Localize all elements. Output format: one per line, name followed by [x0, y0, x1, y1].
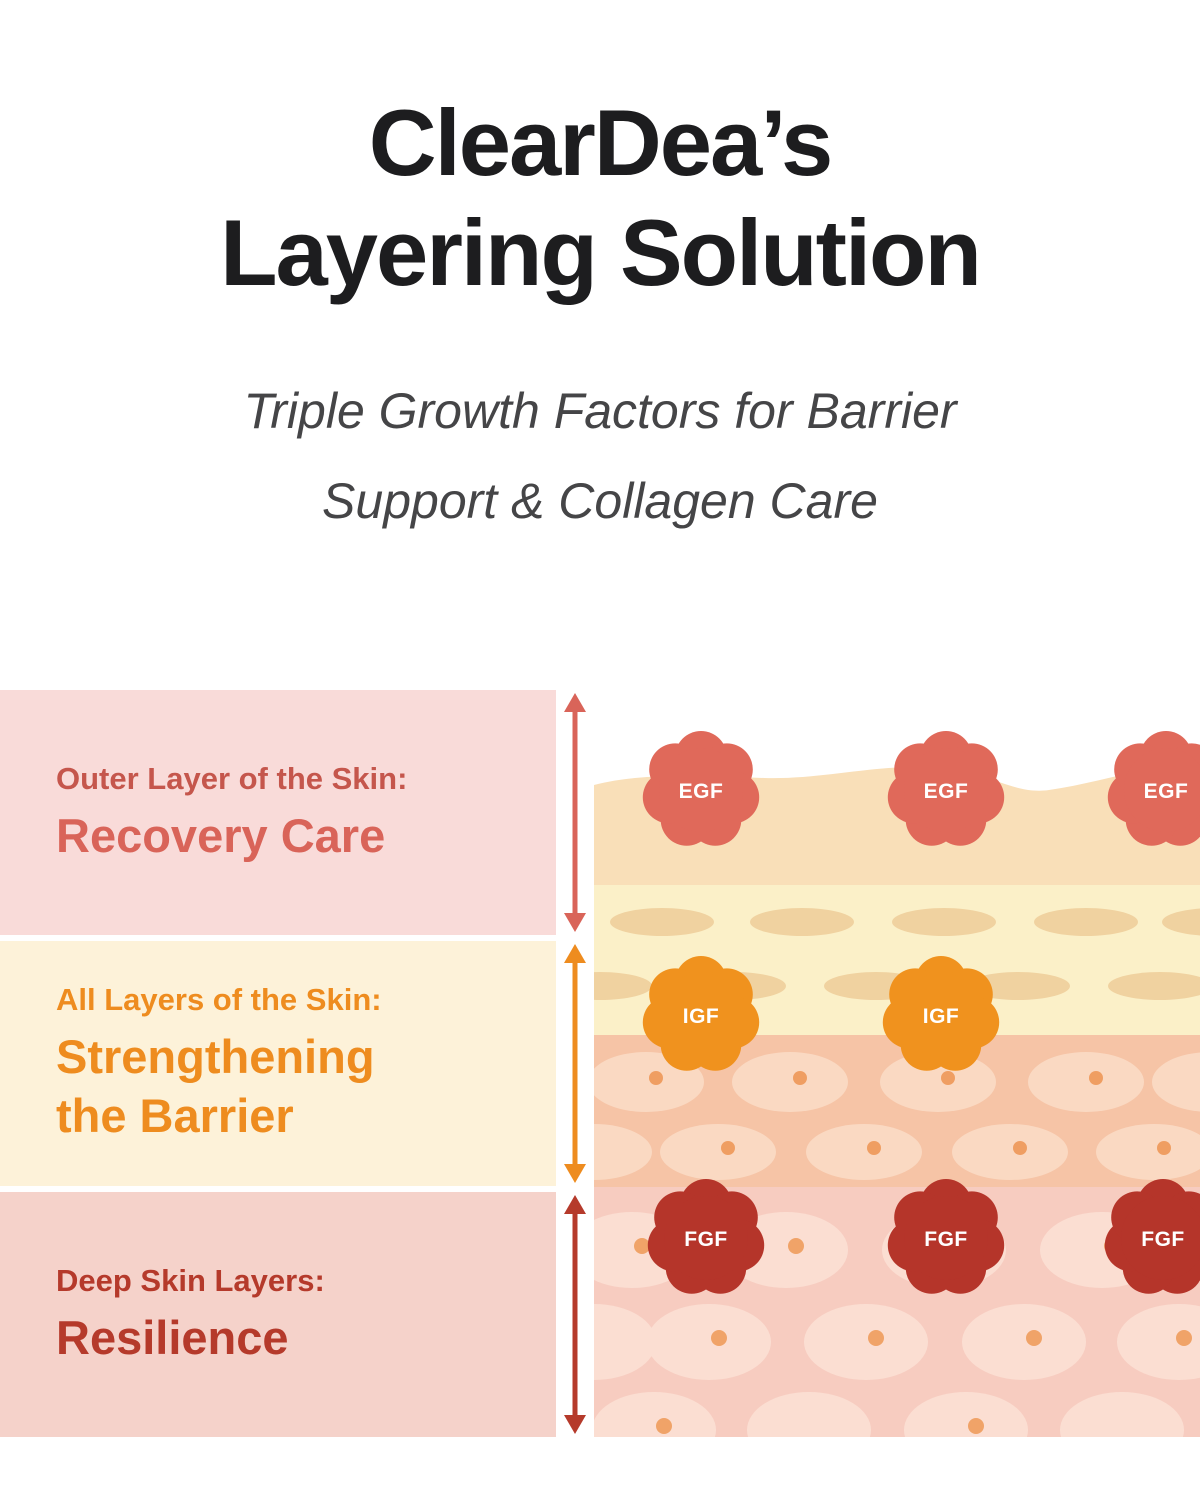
arrow-cell-deep: [556, 1192, 594, 1437]
layer-labels-column: Outer Layer of the Skin: Recovery Care A…: [0, 690, 556, 1437]
row-heading-recovery-care: Recovery Care: [56, 808, 386, 862]
double-arrow-icon-outer: [564, 693, 586, 932]
egf-badge: EGF: [642, 731, 760, 846]
row-label-all-layers: All Layers of the Skin:: [56, 982, 382, 1018]
info-row-deep-layers: Deep Skin Layers: Resilience: [0, 1192, 556, 1437]
skin-diagram-svg: EGF EGF EGF IGF IGF FGF: [594, 731, 1200, 1437]
fgf-badge: FGF: [1104, 1179, 1200, 1294]
dermis-layer-cells: [594, 1052, 1200, 1180]
row-heading-resilience: Resilience: [56, 1310, 289, 1364]
fgf-badge-label: FGF: [684, 1228, 728, 1251]
double-arrow-icon-all: [564, 944, 586, 1183]
egf-badge-label: EGF: [679, 780, 724, 803]
info-row-outer-layer: Outer Layer of the Skin: Recovery Care: [0, 690, 556, 935]
row-heading-strengthening-barrier: Strengthening the Barrier: [56, 1030, 375, 1143]
title-line-1: ClearDea’s: [368, 90, 833, 195]
egf-badge-label: EGF: [1144, 780, 1189, 803]
layering-infographic: Outer Layer of the Skin: Recovery Care A…: [0, 690, 1200, 1437]
igf-badge: IGF: [642, 956, 760, 1071]
arrow-cell-outer: [556, 690, 594, 935]
egf-badge: EGF: [887, 731, 1005, 846]
egf-badge: EGF: [1107, 731, 1200, 846]
egf-badge-label: EGF: [924, 780, 969, 803]
arrow-cell-all: [556, 941, 594, 1186]
row-label-outer-layer: Outer Layer of the Skin:: [56, 760, 408, 796]
fgf-badge-label: FGF: [1141, 1228, 1185, 1251]
subtitle-line-1: Triple Growth Factors for Barrier: [243, 382, 957, 439]
fgf-badge-label: FGF: [924, 1228, 968, 1251]
fgf-badge: FGF: [647, 1179, 765, 1294]
igf-badge: IGF: [882, 956, 1000, 1071]
double-arrow-icon-deep: [564, 1195, 586, 1434]
igf-badge-label: IGF: [683, 1005, 720, 1028]
info-row-all-layers: All Layers of the Skin: Strengthening th…: [0, 941, 556, 1186]
row-label-deep-layers: Deep Skin Layers:: [56, 1262, 325, 1298]
skin-cross-section-diagram: EGF EGF EGF IGF IGF FGF: [594, 690, 1200, 1437]
title-line-2: Layering Solution: [220, 199, 982, 305]
igf-badge-label: IGF: [923, 1005, 960, 1028]
upper-layer-cells: [594, 908, 1200, 1000]
fgf-badge: FGF: [887, 1179, 1005, 1294]
dermis-layer-cell-nuclei: [649, 1071, 1171, 1155]
subtitle-line-2: Support & Collagen Care: [322, 472, 878, 529]
range-arrows-column: [556, 690, 594, 1437]
